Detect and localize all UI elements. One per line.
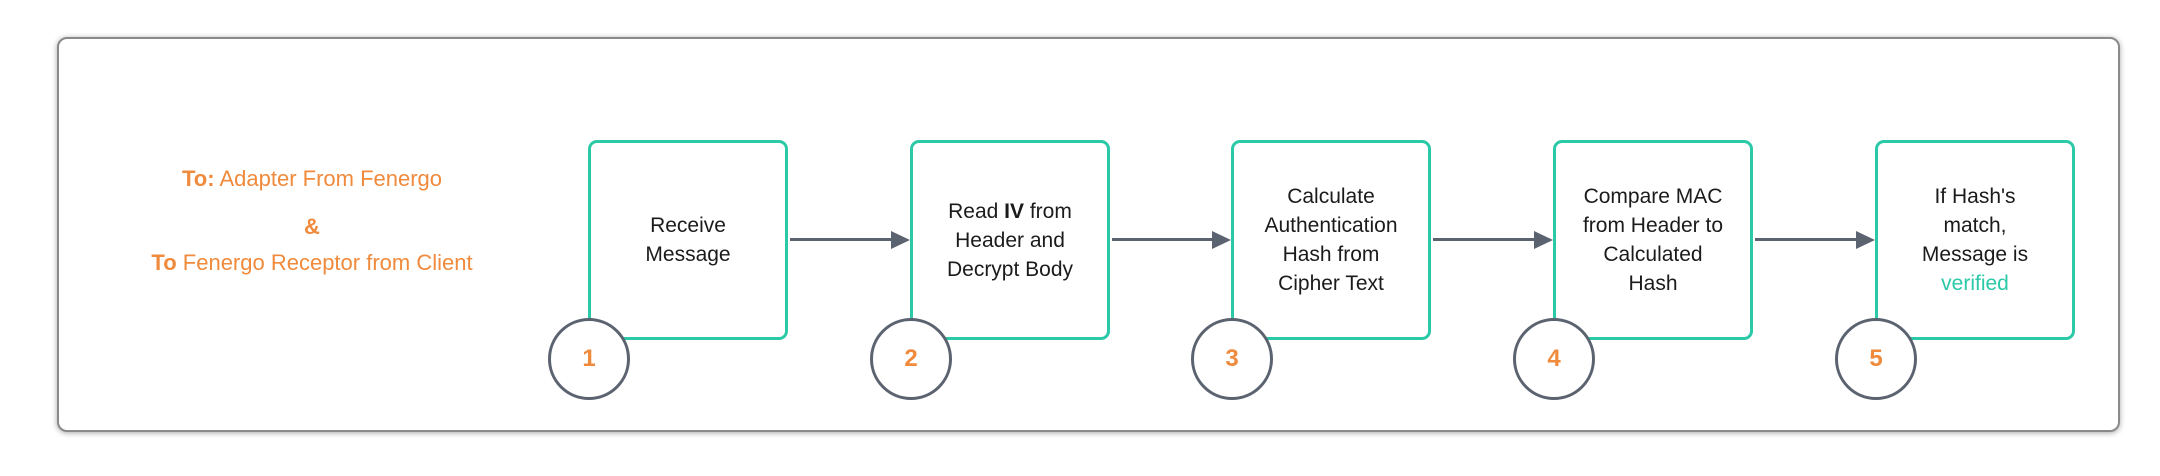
flow-arrow-1 [788, 225, 910, 255]
arrow-line [1433, 238, 1541, 241]
note-line-to-adapter: To: Adapter From Fenergo [181, 166, 443, 191]
step-box-4-label: Compare MAC from Header to Calculated Ha… [1582, 185, 1724, 295]
step-number-badge-4: 4 [1513, 318, 1595, 400]
step-number-badge-3: 3 [1191, 318, 1273, 400]
arrow-line [1755, 238, 1863, 241]
flow-arrow-4 [1753, 225, 1875, 255]
arrow-line [790, 238, 898, 241]
arrow-head-icon [1212, 231, 1231, 249]
step-box-read-iv: Read IV from Header and Decrypt Body [910, 140, 1110, 340]
arrow-head-icon [1856, 231, 1875, 249]
step-number-badge-5: 5 [1835, 318, 1917, 400]
step-box-receive-message: Receive Message [588, 140, 788, 340]
flow-arrow-2 [1110, 225, 1231, 255]
step-number-5: 5 [1869, 345, 1883, 372]
step-box-2-label: Read IV from Header and Decrypt Body [946, 199, 1074, 281]
step-number-badge-1: 1 [548, 318, 630, 400]
arrow-head-icon [891, 231, 910, 249]
step-number-2: 2 [904, 345, 918, 372]
step-box-verified: If Hash's match, Message is verified [1875, 140, 2075, 340]
step-box-calculate-hash: Calculate Authentication Hash from Ciphe… [1231, 140, 1431, 340]
step-number-4: 4 [1547, 345, 1561, 372]
arrow-head-icon [1534, 231, 1553, 249]
diagram-frame: To: Adapter From Fenergo & To Fenergo Re… [57, 37, 2120, 432]
flow-arrow-3 [1431, 225, 1553, 255]
step-box-3-label: Calculate Authentication Hash from Ciphe… [1264, 185, 1398, 295]
arrow-line [1112, 238, 1219, 241]
step-box-compare-mac: Compare MAC from Header to Calculated Ha… [1553, 140, 1753, 340]
note-line-ampersand: & [304, 214, 320, 239]
step-box-5-label: If Hash's match, Message is verified [1921, 185, 2029, 295]
routing-note: To: Adapter From Fenergo & To Fenergo Re… [92, 165, 532, 277]
step-number-3: 3 [1225, 345, 1239, 372]
step-box-1-label: Receive Message [645, 214, 731, 266]
note-line-to-receptor: To Fenergo Receptor from Client [151, 250, 473, 275]
step-number-badge-2: 2 [870, 318, 952, 400]
step-number-1: 1 [582, 345, 596, 372]
